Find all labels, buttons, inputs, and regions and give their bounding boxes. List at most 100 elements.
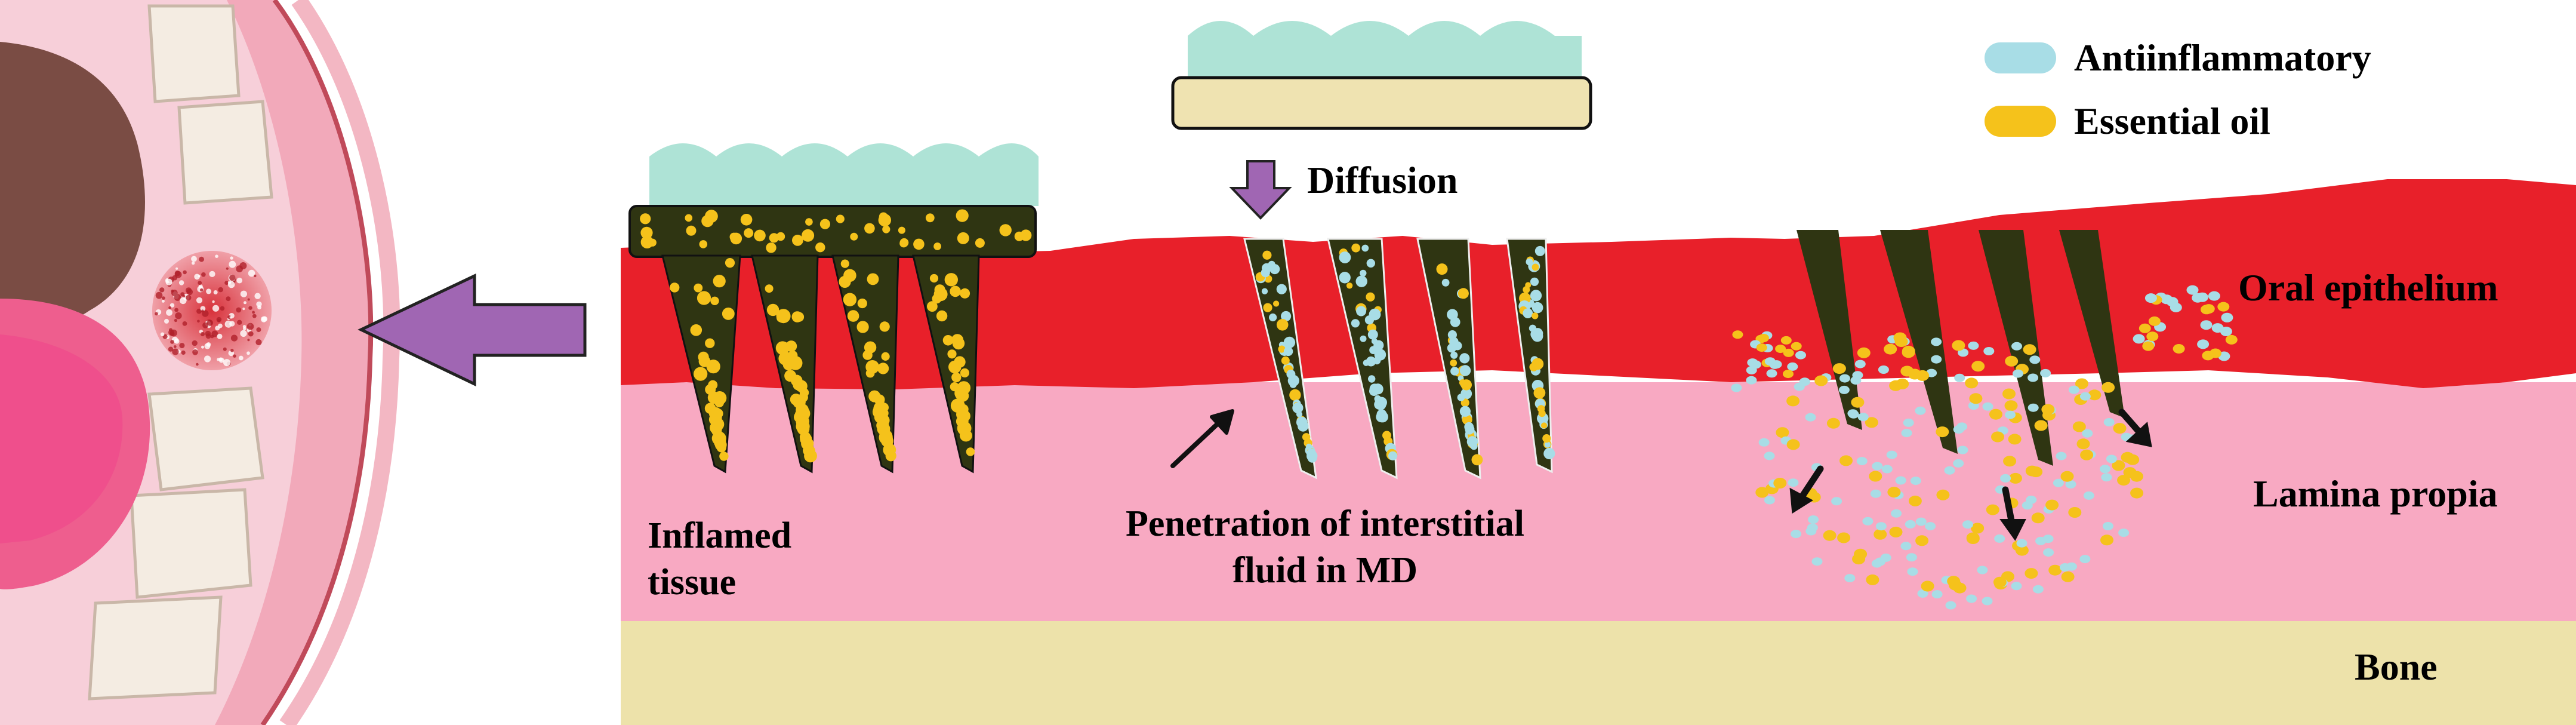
antiinflammatory-particle	[2053, 478, 2064, 487]
antiinflammatory-particle	[1954, 373, 1965, 382]
lesion-speck	[246, 351, 250, 355]
particle-dot	[934, 284, 945, 296]
lesion-speck	[247, 339, 250, 342]
legend-antiinflammatory: Antiinflammatory	[1985, 36, 2371, 80]
antiinflammatory-particle	[2005, 410, 2016, 419]
particle-dot	[884, 443, 894, 453]
lesion-speck	[236, 307, 242, 313]
essential-oil-particle	[1884, 343, 1897, 355]
particle-dot	[898, 226, 905, 234]
particle	[1732, 330, 1743, 339]
particle-dot	[1283, 336, 1296, 349]
lesion-speck	[246, 322, 254, 330]
essential-oil-particle	[1989, 408, 2002, 420]
particle-dot	[1302, 433, 1311, 441]
particle-dot	[961, 430, 972, 441]
lesion-speck	[210, 334, 214, 339]
essential-oil-particle	[1986, 504, 1999, 515]
lesion-speck	[238, 355, 244, 361]
particle-dot	[1276, 319, 1289, 331]
particle	[1747, 358, 1758, 367]
particle-dot	[1530, 290, 1542, 302]
antiinflammatory-particle	[1808, 515, 1819, 524]
particle-dot	[1441, 278, 1450, 287]
antiinflammatory-particle	[2013, 369, 2023, 378]
antiinflammatory-particle	[1983, 347, 1995, 355]
essential-oil-particle	[2023, 344, 2036, 355]
particle-dot	[1459, 379, 1466, 386]
oral-epithelium-label: Oral epithelium	[2238, 266, 2498, 309]
antiinflammatory-particle	[1931, 590, 1943, 599]
lesion-speck	[256, 301, 262, 308]
antiinflammatory-particle	[2101, 473, 2112, 482]
particle-dot	[1339, 272, 1351, 284]
antiinflammatory-particle	[1854, 360, 1866, 368]
particle-dot	[1530, 277, 1539, 286]
particle-dot	[840, 259, 849, 268]
lesion-speck	[205, 333, 211, 339]
lesion-speck	[174, 308, 178, 312]
particle-dot	[766, 303, 779, 317]
particle-dot	[857, 298, 867, 309]
antiinflammatory-particle	[2040, 368, 2051, 377]
essential-oil-particle	[2100, 534, 2113, 546]
lesion-speck	[236, 265, 244, 273]
antiinflammatory-particle	[1901, 429, 1912, 438]
particle-dot	[1020, 229, 1032, 241]
particle-dot	[699, 240, 708, 248]
antiinflammatory-particle	[2011, 342, 2022, 351]
antiinflammatory-particle	[1907, 567, 1918, 576]
particle-dot	[690, 324, 702, 336]
essential-oil-particle	[2123, 467, 2137, 478]
lesion-speck	[204, 343, 211, 349]
particle	[1766, 369, 1777, 378]
particle-dot	[1533, 302, 1542, 311]
essential-oil-particle	[2041, 404, 2055, 415]
particle	[2133, 334, 2145, 344]
essential-oil-particle	[1915, 535, 1929, 546]
particle-dot	[713, 391, 727, 405]
penetration-label: Penetration of interstitial fluid in MD	[1062, 500, 1588, 594]
lesion-speck	[226, 296, 231, 302]
inflamed-tissue-label: Inflamed tissue	[648, 512, 791, 606]
antiinflammatory-particle	[1758, 438, 1770, 447]
antiinflammatory-particle	[2068, 385, 2079, 394]
particle	[2221, 312, 2233, 322]
antiinflammatory-particle	[1966, 594, 1977, 603]
particle-dot	[1281, 311, 1292, 322]
particle-dot	[850, 232, 858, 241]
essential-oil-particle	[1776, 427, 1789, 438]
particle-dot	[796, 403, 809, 417]
particle-dot	[1377, 411, 1388, 423]
particle-dot	[864, 341, 877, 354]
particle-dot	[1368, 375, 1376, 383]
antiinflammatory-particle	[2042, 534, 2054, 543]
lesion-speck	[257, 305, 261, 310]
antiinflammatory-particle	[1838, 385, 1850, 394]
particle-dot	[1363, 360, 1370, 366]
particle-dot	[701, 214, 714, 228]
lesion-speck	[216, 317, 222, 322]
lesion-speck	[255, 339, 262, 346]
essential-oil-particle	[1869, 471, 1882, 482]
particle-dot	[640, 226, 653, 239]
essential-oil-particle	[2088, 389, 2102, 401]
essential-oil-particle	[2072, 421, 2086, 432]
essential-oil-particle	[2008, 472, 2022, 484]
lesion-speck	[192, 261, 195, 265]
particle-dot	[640, 235, 654, 248]
particle-dot	[791, 311, 803, 322]
antiinflammatory-particle	[1982, 402, 1993, 411]
particle-dot	[1535, 388, 1542, 395]
particle-dot	[929, 274, 939, 283]
particle-dot	[843, 269, 856, 282]
essential-oil-particle	[2102, 382, 2115, 393]
lesion-speck	[182, 294, 186, 298]
lesion-speck	[201, 345, 204, 349]
antiinflammatory-particle	[2026, 495, 2037, 504]
particle-dot	[961, 384, 970, 393]
particle	[1758, 334, 1769, 342]
essential-oil-particle	[1887, 487, 1901, 498]
particle-dot	[864, 223, 875, 234]
particle	[2139, 323, 2151, 333]
